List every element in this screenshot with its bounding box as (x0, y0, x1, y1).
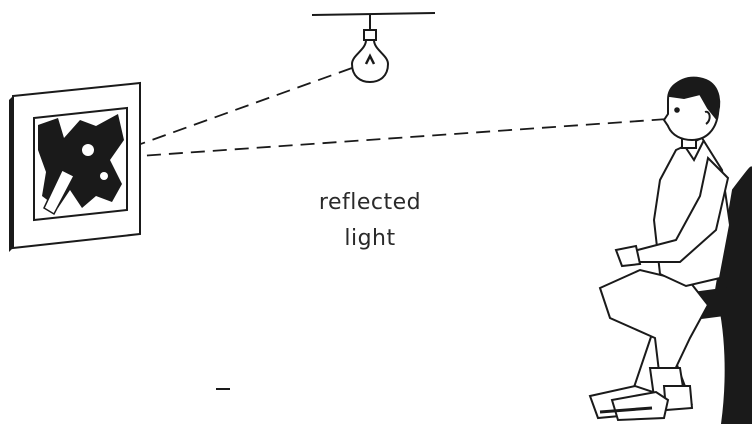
light-bulb-icon (312, 13, 435, 82)
seated-person (590, 78, 752, 424)
ceiling-wire (312, 13, 435, 15)
bulb-socket (364, 30, 376, 40)
ray-picture-to-eye (125, 119, 668, 157)
person-shin-back (664, 386, 692, 410)
person-legs (600, 270, 708, 380)
ray-bulb-to-picture (124, 68, 352, 150)
picture-artwork-spot (100, 172, 108, 180)
person-eye (675, 108, 679, 112)
caption-light: light (300, 226, 440, 251)
framed-picture (9, 83, 140, 252)
caption-reflected: reflected (300, 190, 440, 215)
person-hand (616, 246, 640, 266)
picture-artwork-spot (82, 144, 94, 156)
picture-frame-edge (9, 96, 13, 252)
bulb-glass (352, 40, 388, 82)
light-ray-lines (124, 68, 668, 157)
